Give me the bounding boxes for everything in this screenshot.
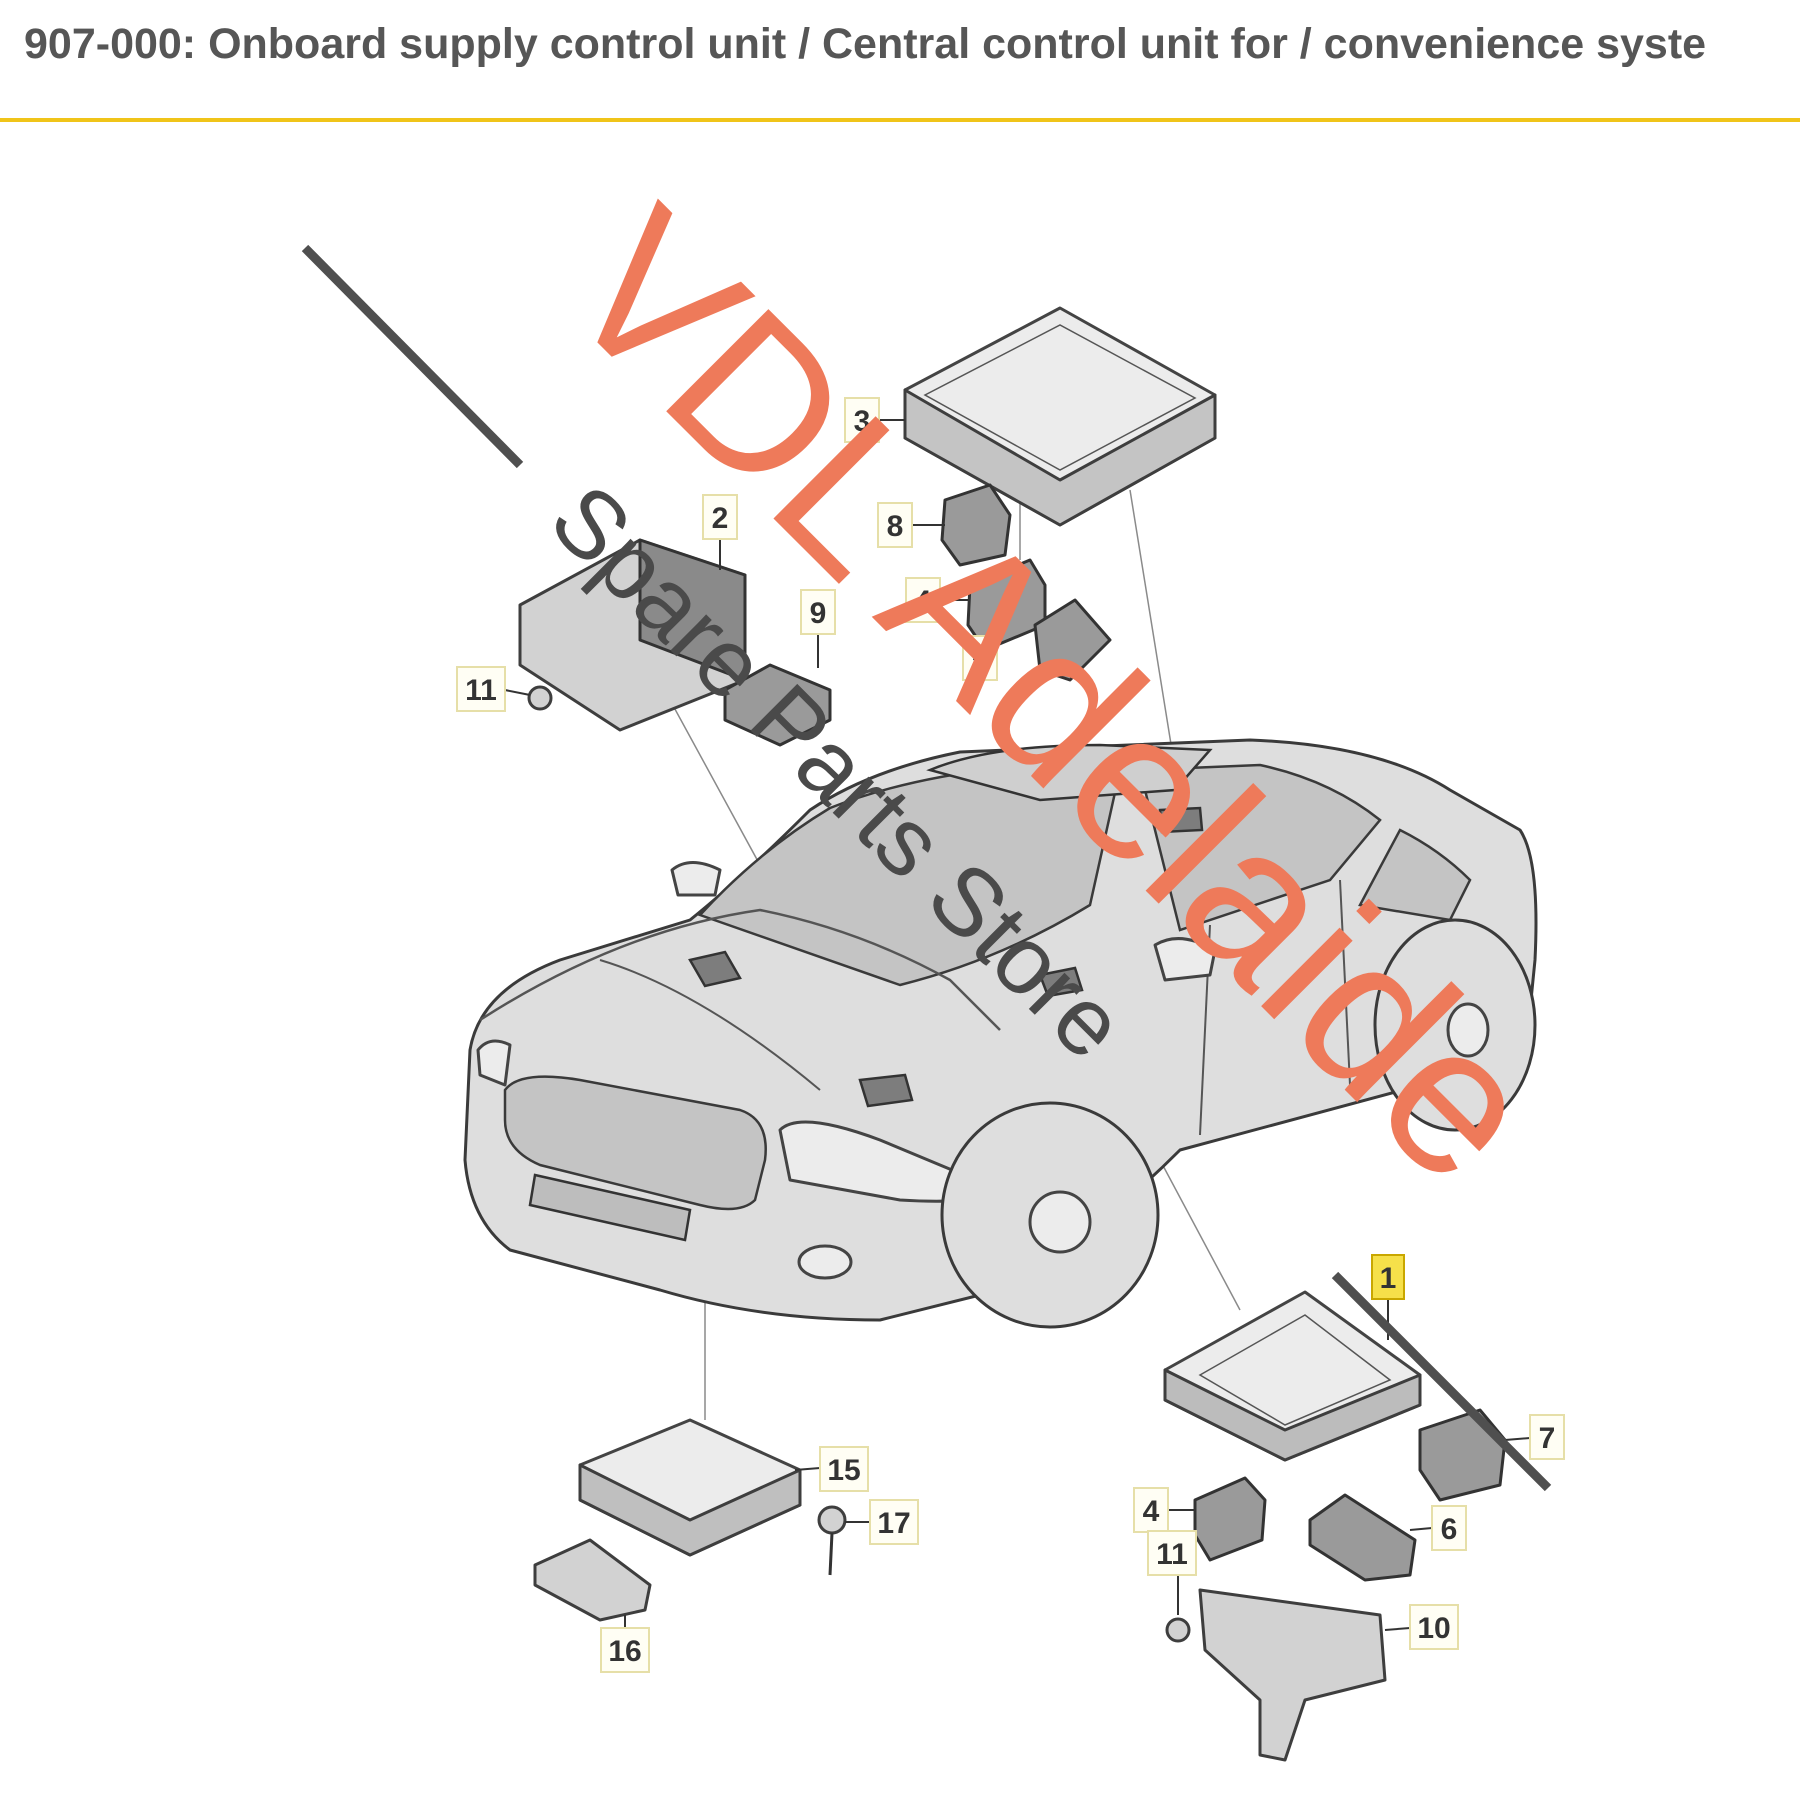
- callout-2[interactable]: 2: [702, 494, 738, 540]
- callout-1[interactable]: 1: [1371, 1254, 1405, 1300]
- part-11-nut-upper: [504, 685, 553, 711]
- svg-text:3: 3: [854, 405, 871, 438]
- part-7-relay-block: [1418, 1408, 1531, 1502]
- callout-11-upper[interactable]: 11: [456, 666, 506, 712]
- svg-text:11: 11: [465, 674, 497, 707]
- callout-11-lower[interactable]: 11: [1147, 1530, 1197, 1576]
- part-1-onboard-supply-control-unit: [1163, 1290, 1422, 1462]
- part-17-screw: [817, 1505, 870, 1576]
- callout-6[interactable]: 6: [1431, 1505, 1467, 1551]
- callout-9[interactable]: 9: [800, 589, 836, 635]
- part-3-control-module: [880, 306, 1217, 527]
- part-10-mounting-bracket: [1198, 1588, 1411, 1762]
- callout-4-lower[interactable]: 4: [1133, 1487, 1169, 1533]
- svg-text:2: 2: [712, 502, 729, 535]
- svg-text:9: 9: [810, 597, 827, 630]
- svg-text:4: 4: [915, 585, 932, 618]
- callout-17[interactable]: 17: [869, 1499, 919, 1545]
- part-5-bracket: [1033, 598, 1112, 682]
- svg-text:10: 10: [1417, 1612, 1450, 1645]
- callout-10[interactable]: 10: [1409, 1604, 1459, 1650]
- callout-16[interactable]: 16: [600, 1627, 650, 1673]
- callout-3[interactable]: 3: [844, 397, 880, 443]
- part-11-nut-lower: [1165, 1575, 1191, 1643]
- svg-text:15: 15: [827, 1454, 860, 1487]
- watermark-slash-top: [301, 244, 524, 469]
- page-title: 907-000: Onboard supply control unit / C…: [24, 20, 1707, 68]
- part-16-bracket: [533, 1538, 652, 1635]
- car-illustration: [463, 738, 1538, 1329]
- svg-text:5: 5: [972, 643, 989, 676]
- callout-5[interactable]: 5: [962, 635, 998, 681]
- part-8-connector: [912, 483, 1012, 567]
- svg-text:8: 8: [887, 510, 904, 543]
- svg-text:17: 17: [877, 1507, 910, 1540]
- svg-text:6: 6: [1441, 1513, 1458, 1546]
- part-15-control-module: [578, 1418, 821, 1557]
- svg-text:11: 11: [1156, 1538, 1188, 1571]
- callout-15[interactable]: 15: [819, 1446, 869, 1492]
- part-2-control-unit: [518, 538, 747, 732]
- part-6-bracket: [1308, 1493, 1433, 1582]
- part-9-sensor: [723, 635, 832, 747]
- callout-7[interactable]: 7: [1529, 1414, 1565, 1460]
- callout-4-upper[interactable]: 4: [905, 577, 941, 623]
- callout-8[interactable]: 8: [877, 502, 913, 548]
- svg-text:1: 1: [1380, 1262, 1397, 1295]
- watermark-slash-bottom: [1331, 1271, 1552, 1492]
- svg-text:4: 4: [1143, 1495, 1160, 1528]
- page-header: 907-000: Onboard supply control unit / C…: [0, 0, 1800, 122]
- svg-text:16: 16: [608, 1635, 641, 1668]
- svg-text:7: 7: [1539, 1422, 1556, 1455]
